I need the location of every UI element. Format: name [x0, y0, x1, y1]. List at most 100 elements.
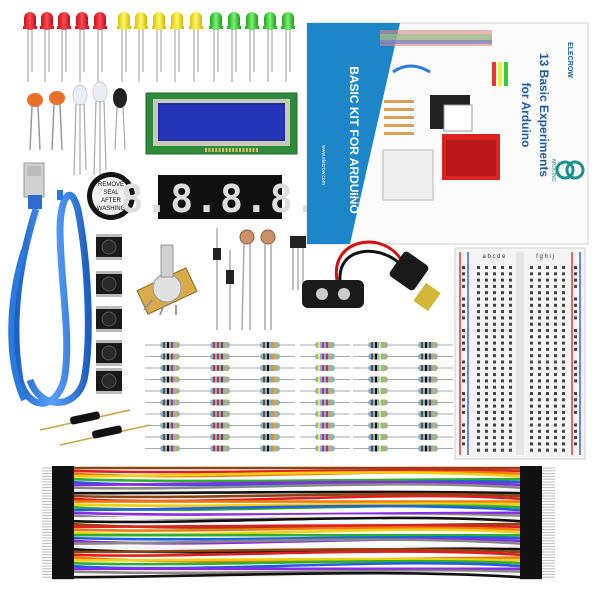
buzzer: REMOVE SEAL AFTER WASHING [87, 172, 135, 220]
buzzer-label-2: SEAL [103, 190, 119, 196]
resistor [145, 422, 195, 429]
resistor [195, 342, 245, 348]
resistor [195, 353, 245, 360]
resistor [195, 388, 245, 394]
resistor [245, 365, 295, 371]
jumper-wire [42, 566, 555, 571]
resistor [300, 399, 350, 406]
jumper-wires [42, 466, 555, 580]
resistor [300, 445, 350, 452]
jumper-wire [42, 468, 555, 474]
resistor [300, 353, 350, 360]
resistor [353, 365, 403, 371]
resistor [353, 445, 403, 452]
resistor [245, 434, 295, 440]
resistor [195, 411, 245, 417]
jumper-wire [42, 557, 555, 563]
push-button [96, 368, 122, 394]
red-led [93, 12, 107, 82]
jumper-wire [42, 514, 555, 521]
jumper-wire [42, 544, 555, 550]
led-row [23, 12, 295, 82]
resistor [300, 422, 350, 429]
resistor [145, 376, 195, 383]
resistor [245, 353, 295, 360]
resistor [353, 353, 403, 360]
push-button [96, 340, 122, 366]
resistor [195, 422, 245, 429]
arduino-logo: ARDUINO [550, 158, 585, 182]
jumper-wire [42, 483, 555, 490]
photoresistors [239, 229, 276, 331]
resistor [145, 353, 195, 360]
ceramic-capacitors [27, 91, 65, 151]
resistor [245, 422, 295, 429]
yellow-led [152, 12, 166, 82]
buzzer-label-3: AFTER [101, 198, 121, 204]
push-button [96, 306, 122, 332]
yellow-led [189, 12, 203, 82]
resistor [353, 411, 403, 417]
manual-optional: Optional [355, 193, 360, 208]
jumper-wire [42, 524, 555, 529]
resistor [195, 445, 245, 452]
resistor [245, 411, 295, 417]
battery-clip [302, 240, 441, 312]
manual-booklet: BASIC KIT FOR ARDUINO www.elecrow.com 13… [306, 22, 589, 245]
resistor [245, 388, 295, 394]
resistor [195, 399, 245, 406]
resistor [403, 422, 453, 429]
resistor [300, 365, 350, 371]
resistor [195, 434, 245, 440]
resistor [145, 365, 195, 371]
manual-title-line1: 13 Basic Experiments [537, 53, 551, 177]
green-led [245, 12, 259, 82]
resistor [353, 422, 403, 429]
resistor [353, 376, 403, 383]
resistor [353, 399, 403, 406]
resistor [145, 342, 195, 348]
resistor [145, 388, 195, 394]
resistor [403, 434, 453, 440]
jumper-wire [42, 480, 555, 487]
push-buttons [96, 234, 122, 394]
red-led [40, 12, 54, 82]
breadboard-cols-left: a b c d e [482, 254, 506, 260]
push-button [96, 271, 122, 297]
tilt-switches [39, 409, 151, 446]
jumper-wire [42, 538, 555, 546]
push-button [96, 234, 122, 260]
green-led [227, 12, 241, 82]
jumper-wire [42, 490, 555, 496]
seven-segment-digits: 8.8.8.8. [120, 177, 319, 221]
red-led [75, 12, 89, 82]
jumper-wire [42, 516, 555, 524]
resistor [145, 399, 195, 406]
jumper-wire [42, 510, 555, 516]
resistor [403, 342, 453, 348]
green-led [263, 12, 277, 82]
transistor [290, 236, 306, 290]
resistor [300, 376, 350, 383]
jumper-wire [42, 499, 555, 504]
resistor [145, 411, 195, 417]
jumper-wire [42, 559, 555, 566]
seven-segment-display: 8.8.8.8. [120, 175, 319, 221]
rgb-leds [72, 81, 127, 176]
red-led [23, 12, 37, 82]
green-led [281, 12, 295, 82]
resistor [245, 376, 295, 383]
resistor [245, 342, 295, 348]
resistor [300, 434, 350, 440]
arduino-badge-text: ARDUINO [550, 158, 556, 181]
usb-cable [8, 162, 92, 407]
lcd-module [145, 92, 298, 155]
jumper-wire [42, 466, 555, 470]
resistor [300, 388, 350, 394]
yellow-led [170, 12, 184, 82]
jumper-wire [42, 550, 555, 557]
breadboard-cols-right: f g h i j [536, 254, 554, 260]
resistor-array [145, 342, 453, 452]
jumper-wire [42, 471, 555, 479]
